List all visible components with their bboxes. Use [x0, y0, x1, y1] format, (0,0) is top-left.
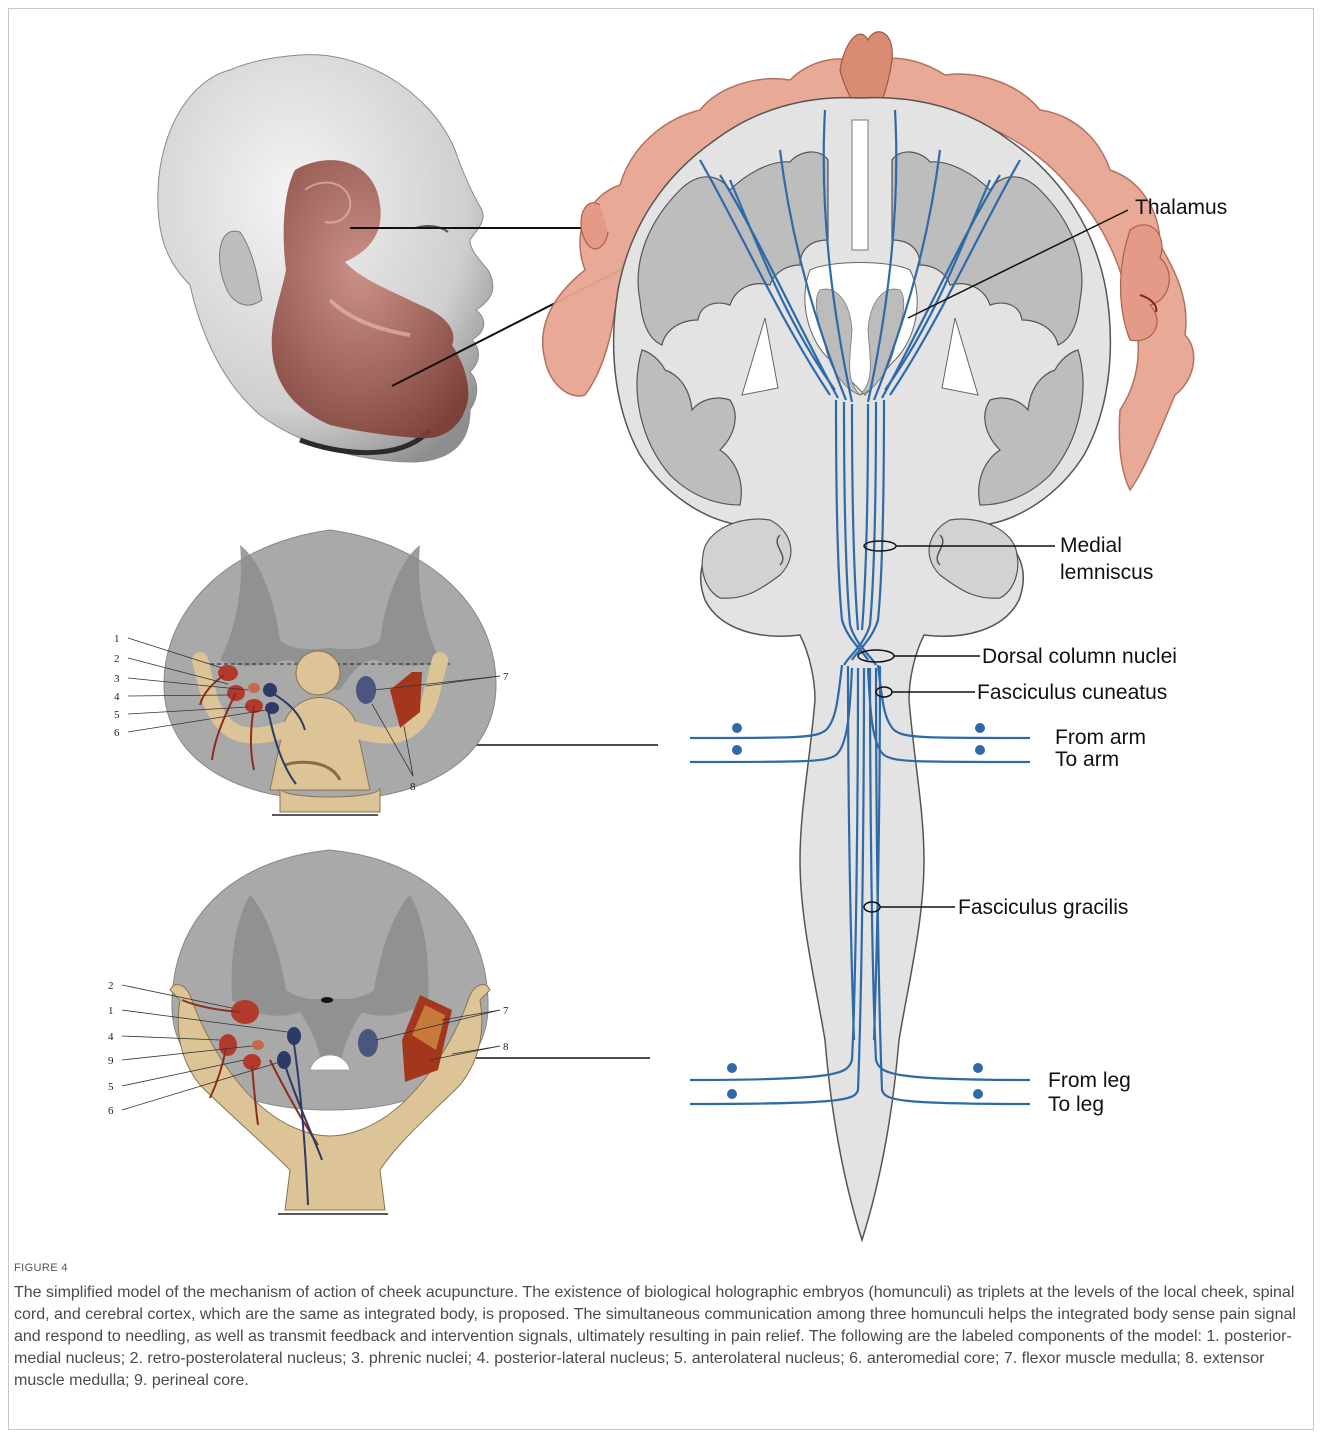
num-upper-6: 6: [114, 727, 120, 739]
label-to-leg: To leg: [1048, 1093, 1104, 1116]
label-fasciculus-cuneatus: Fasciculus cuneatus: [977, 681, 1167, 704]
num-upper-5: 5: [114, 709, 120, 721]
num-lower-9: 9: [108, 1055, 114, 1067]
num-lower-2: 2: [108, 980, 114, 992]
num-lower-7: 7: [503, 1005, 509, 1017]
num-upper-1: 1: [114, 633, 120, 645]
num-lower-4: 4: [108, 1031, 114, 1043]
num-upper-7: 7: [503, 671, 509, 683]
figure-label: FIGURE 4: [14, 1262, 68, 1274]
num-lower-1: 1: [108, 1005, 114, 1017]
num-lower-6: 6: [108, 1105, 114, 1117]
head-illustration: [158, 55, 493, 462]
label-dorsal-column-nuclei: Dorsal column nuclei: [982, 645, 1177, 668]
num-lower-8: 8: [503, 1041, 509, 1053]
figure-caption: The simplified model of the mechanism of…: [14, 1282, 1304, 1392]
label-fasciculus-gracilis: Fasciculus gracilis: [958, 896, 1128, 919]
lumbar-cord-section: 2 1 4 9 5 6 7 8: [108, 850, 509, 1214]
label-from-leg: From leg: [1048, 1069, 1131, 1092]
brain-section: [614, 98, 1111, 1240]
cervical-cord-section: 1 2 3 4 5 6 7 8: [114, 530, 509, 815]
num-upper-8: 8: [410, 781, 416, 793]
num-upper-4: 4: [114, 691, 120, 703]
figure-illustration: Thalamus Medial lemniscus Dorsal column …: [0, 0, 1322, 1250]
num-upper-3: 3: [114, 673, 120, 685]
num-lower-5: 5: [108, 1081, 114, 1093]
label-medial-lemniscus-2: lemniscus: [1060, 561, 1153, 584]
label-to-arm: To arm: [1055, 748, 1119, 771]
num-upper-2: 2: [114, 653, 120, 665]
label-from-arm: From arm: [1055, 726, 1146, 749]
label-medial-lemniscus-1: Medial: [1060, 534, 1122, 557]
label-thalamus: Thalamus: [1135, 196, 1227, 219]
